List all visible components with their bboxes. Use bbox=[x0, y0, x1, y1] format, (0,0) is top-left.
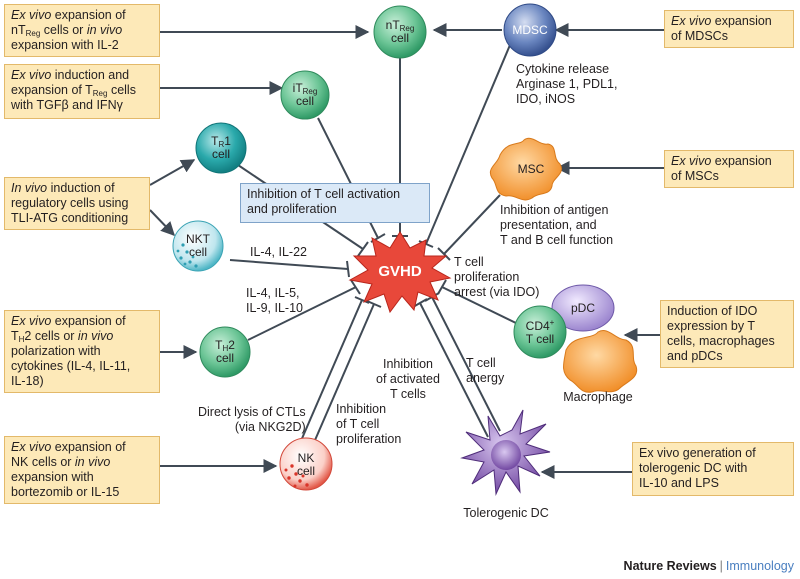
arrow-box3-nkt bbox=[149, 209, 175, 237]
journal-footer: Nature Reviews|Immunology bbox=[624, 559, 794, 573]
line-dc-gvhd-a bbox=[419, 302, 489, 438]
cd4-cell bbox=[513, 305, 567, 359]
line-dc-gvhd-b bbox=[431, 296, 501, 432]
journal-name: Nature Reviews bbox=[623, 559, 717, 573]
line-nk-gvhd-b bbox=[308, 303, 375, 455]
right-box-ido: Induction of IDO expression by T cells, … bbox=[660, 300, 794, 368]
macrophage-label: Macrophage bbox=[563, 390, 633, 404]
macrophage-cell bbox=[563, 330, 638, 393]
right-box-mdsc: Ex vivo expansion of MDSCs bbox=[664, 10, 794, 48]
tolerogenic-dc-cell bbox=[460, 409, 551, 496]
label-direct-lysis: Direct lysis of CTLs(via NKG2D) bbox=[198, 405, 306, 434]
tolerogenic-dc-label: Tolerogenic DC bbox=[463, 506, 549, 520]
gvhd-label: GVHD bbox=[378, 263, 422, 280]
journal-section: Immunology bbox=[725, 559, 794, 573]
mdsc-cell bbox=[503, 3, 557, 57]
arrow-box3-tr1 bbox=[149, 159, 196, 186]
line-nkt-gvhd bbox=[229, 259, 349, 270]
line-th2-gvhd bbox=[247, 286, 357, 341]
th2-cell bbox=[199, 326, 251, 378]
itreg-cell bbox=[280, 70, 330, 120]
label-il4-il22: IL-4, IL-22 bbox=[250, 245, 307, 259]
footer-separator: | bbox=[719, 559, 723, 573]
pdc-label: pDC bbox=[570, 301, 595, 315]
left-box-tli: In vivo induction of regulatory cells us… bbox=[4, 177, 150, 230]
left-box-nk: Ex vivo expansion of NK cells or in vivo… bbox=[4, 436, 160, 504]
msc-cell bbox=[489, 137, 562, 201]
nkt-cell bbox=[172, 220, 224, 272]
right-box-msc: Ex vivo expansion of MSCs bbox=[664, 150, 794, 188]
line-msc-gvhd bbox=[443, 194, 501, 255]
cd4-label: CD4+T cell bbox=[525, 318, 555, 346]
nk-cell bbox=[279, 437, 333, 491]
gvhd-burst bbox=[348, 231, 452, 314]
nkt-granules bbox=[176, 243, 198, 268]
right-box-dc: Ex vivo generation of tolerogenic DC wit… bbox=[632, 442, 794, 496]
left-box-itreg: Ex vivo induction and expansion of TReg … bbox=[4, 64, 160, 119]
ntreg-cell bbox=[373, 5, 427, 59]
line-nk-gvhd-a bbox=[296, 299, 363, 451]
tr1-cell bbox=[195, 122, 247, 174]
mdsc-label: MDSC bbox=[512, 23, 548, 37]
pdc-cell bbox=[551, 284, 615, 332]
msc-label: MSC bbox=[517, 162, 545, 176]
line-mdsc-gvhd bbox=[425, 44, 511, 245]
label-il-group: IL-4, IL-5,IL-9, IL-10 bbox=[246, 286, 303, 315]
left-box-ntreg: Ex vivo expansion of nTReg cells or in v… bbox=[4, 4, 160, 57]
left-box-th2: Ex vivo expansion of TH2 cells or in viv… bbox=[4, 310, 160, 393]
line-cd4-gvhd bbox=[441, 286, 521, 326]
nk-granules bbox=[284, 464, 309, 488]
